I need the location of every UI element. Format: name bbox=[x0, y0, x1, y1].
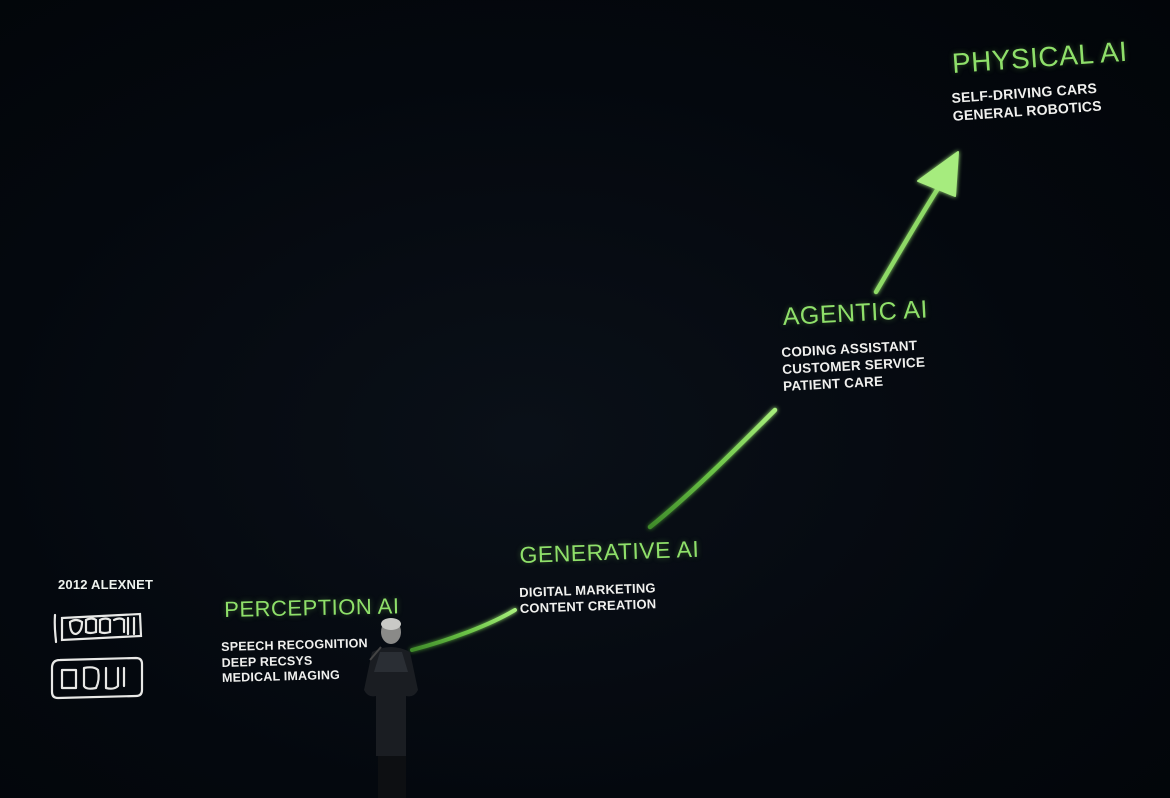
stage-items-perception: SPEECH RECOGNITION DEEP RECSYS MEDICAL I… bbox=[221, 636, 369, 687]
stage-title-perception: PERCEPTION AI bbox=[224, 593, 400, 622]
arrow-head-icon bbox=[917, 151, 959, 197]
stage-items-generative: DIGITAL MARKETING CONTENT CREATION bbox=[519, 580, 657, 617]
curve-segment-perception bbox=[410, 608, 517, 652]
gpu-chip-icon bbox=[50, 656, 144, 700]
presenter-silhouette-icon bbox=[364, 618, 418, 798]
stage-items-agentic: CODING ASSISTANT CUSTOMER SERVICE PATIEN… bbox=[781, 338, 926, 396]
curve-segment-generative bbox=[647, 407, 778, 530]
curve-segment-agentic bbox=[873, 187, 940, 295]
origin-label: 2012 ALEXNET bbox=[58, 577, 154, 592]
gpu-card-icon bbox=[53, 612, 143, 644]
